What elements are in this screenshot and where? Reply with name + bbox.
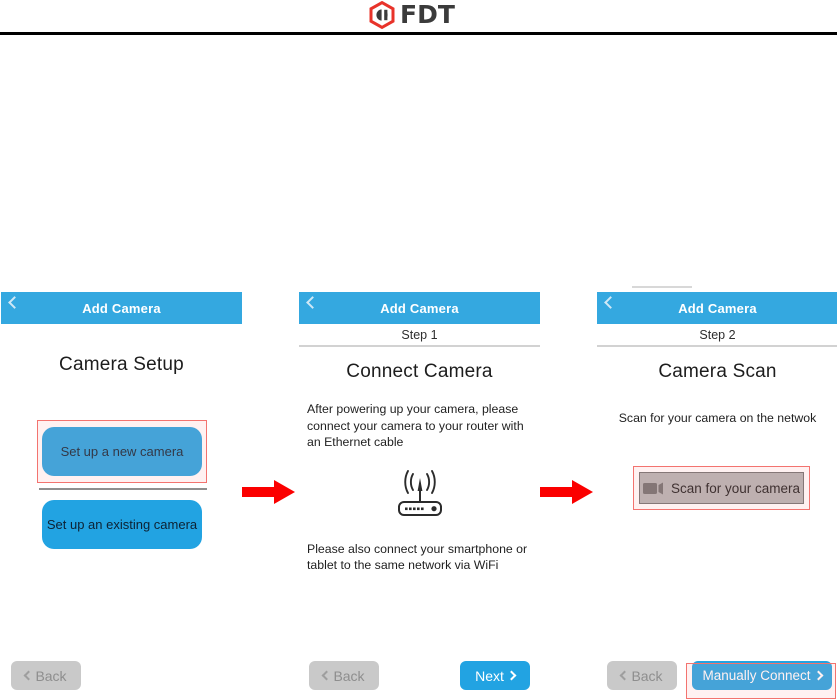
status-bar-remnant bbox=[597, 283, 837, 291]
chevron-left-icon[interactable] bbox=[306, 296, 324, 318]
back-label: Back bbox=[35, 667, 67, 684]
step-indicator: Step 1 bbox=[299, 324, 540, 347]
navbar-title: Add Camera bbox=[678, 300, 757, 316]
navbar-title: Add Camera bbox=[380, 300, 459, 316]
fdt-logo: FDT bbox=[368, 1, 455, 29]
video-camera-icon bbox=[642, 482, 664, 495]
instruction-text-top: After powering up your camera, please co… bbox=[307, 402, 524, 449]
manually-connect-label: Manually Connect bbox=[702, 668, 811, 683]
chevron-right-icon bbox=[506, 670, 517, 681]
chevron-left-icon bbox=[23, 670, 34, 681]
page-title: Camera Setup bbox=[59, 354, 184, 375]
scan-for-camera-button[interactable]: Scan for your camera bbox=[639, 472, 804, 504]
chevron-right-icon bbox=[813, 670, 823, 681]
navbar: Add Camera bbox=[597, 292, 837, 324]
setup-existing-camera-button[interactable]: Set up an existing camera bbox=[42, 500, 202, 549]
back-label: Back bbox=[631, 667, 663, 684]
back-button[interactable]: Back bbox=[607, 661, 677, 690]
panel-connect-camera: Add Camera Step 1 Connect Camera After p… bbox=[299, 292, 540, 699]
next-button[interactable]: Next bbox=[460, 661, 530, 690]
wifi-router-icon bbox=[389, 469, 451, 523]
chevron-left-icon bbox=[321, 670, 332, 681]
back-button[interactable]: Back bbox=[11, 661, 81, 690]
page-title: Camera Scan bbox=[658, 361, 777, 382]
setup-existing-camera-label: Set up an existing camera bbox=[46, 517, 198, 532]
setup-new-camera-button[interactable]: Set up a new camera bbox=[42, 427, 202, 476]
panel-camera-setup: Add Camera Camera Setup Set up a new cam… bbox=[1, 292, 242, 699]
navbar: Add Camera bbox=[299, 292, 540, 324]
chevron-left-icon bbox=[619, 670, 630, 681]
step-label: Step 1 bbox=[401, 327, 438, 342]
manually-connect-button[interactable]: Manually Connect bbox=[692, 661, 832, 690]
next-label: Next bbox=[475, 667, 504, 684]
navbar-title: Add Camera bbox=[82, 300, 161, 316]
fdt-logo-text: FDT bbox=[400, 0, 455, 29]
back-label: Back bbox=[333, 667, 365, 684]
chevron-left-icon[interactable] bbox=[8, 296, 26, 318]
instruction-text: Scan for your camera on the netwok bbox=[618, 411, 817, 425]
panel-camera-scan: Add Camera Step 2 Camera Scan Scan for y… bbox=[597, 283, 837, 699]
document-header: FDT bbox=[0, 0, 837, 35]
setup-new-camera-label: Set up a new camera bbox=[60, 444, 184, 459]
instruction-text-bottom: Please also connect your smartphone or t… bbox=[307, 541, 528, 573]
navbar: Add Camera bbox=[1, 292, 242, 324]
flow-arrow-1 bbox=[240, 477, 298, 507]
step-indicator: Step 2 bbox=[597, 324, 837, 347]
flow-arrow-2 bbox=[538, 477, 596, 507]
button-divider bbox=[39, 488, 207, 490]
chevron-left-icon[interactable] bbox=[604, 296, 622, 318]
back-button[interactable]: Back bbox=[309, 661, 379, 690]
fdt-hexagon-logo-icon bbox=[368, 1, 396, 29]
header-divider bbox=[0, 32, 837, 35]
scan-for-camera-label: Scan for your camera bbox=[670, 480, 801, 496]
page-title: Connect Camera bbox=[346, 361, 493, 382]
step-label: Step 2 bbox=[699, 327, 736, 342]
